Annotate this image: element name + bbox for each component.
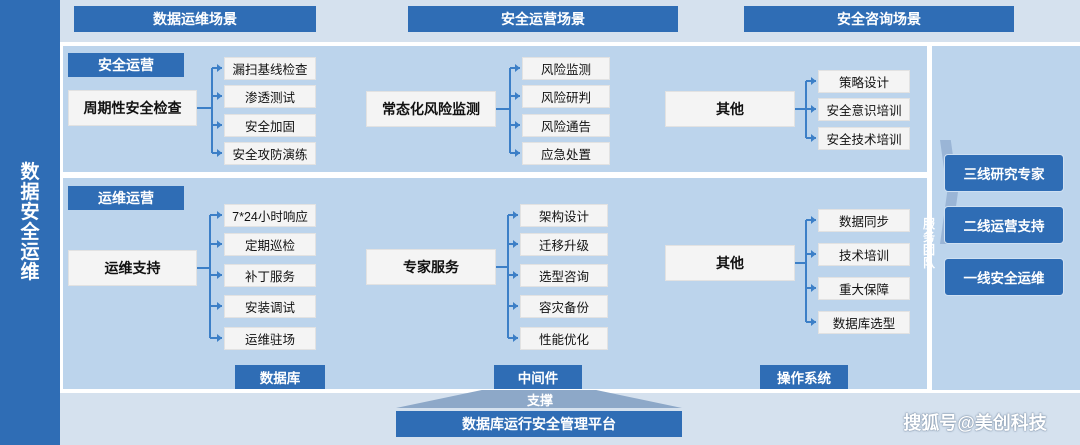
- list-item: 补丁服务: [224, 264, 316, 287]
- list-item: 性能优化: [520, 327, 608, 350]
- foundation-os: 操作系统: [760, 365, 848, 389]
- list-item: 7*24小时响应: [224, 204, 316, 227]
- foundation-database: 数据库: [235, 365, 325, 389]
- sidebar-title: 数据安全运维: [20, 161, 40, 283]
- expert-services: 专家服务: [366, 249, 496, 285]
- list-item: 渗透测试: [224, 85, 316, 108]
- list-item: 架构设计: [520, 204, 608, 227]
- team-label: 服务团队: [923, 217, 936, 270]
- list-item: 安全意识培训: [818, 98, 910, 121]
- list-item: 选型咨询: [520, 264, 608, 287]
- security-other: 其他: [665, 91, 795, 127]
- list-item: 安装调试: [224, 295, 316, 318]
- maintenance-ops-tag: 运维运营: [68, 186, 184, 210]
- role-tier2-support: 二线运营支持: [944, 206, 1064, 244]
- list-item: 定期巡检: [224, 233, 316, 256]
- support-label: 支撑: [526, 392, 553, 408]
- scene-data-ops: 数据运维场景: [74, 6, 316, 32]
- list-item: 策略设计: [818, 70, 910, 93]
- watermark: 搜狐号@美创科技: [903, 413, 1047, 433]
- platform-box: 数据库运行安全管理平台: [396, 411, 682, 437]
- list-item: 应急处置: [522, 142, 610, 165]
- maintenance-support: 运维支持: [68, 250, 197, 286]
- support-arrow: [396, 390, 682, 408]
- role-tier1-ops: 一线安全运维: [944, 258, 1064, 296]
- scene-security-consult: 安全咨询场景: [744, 6, 1014, 32]
- list-item: 容灾备份: [520, 295, 608, 318]
- sidebar-title-bar: 数据安全运维: [0, 0, 60, 445]
- maintenance-other: 其他: [665, 245, 795, 281]
- periodic-security-check: 周期性安全检查: [68, 90, 197, 126]
- list-item: 迁移升级: [520, 233, 608, 256]
- list-item: 运维驻场: [224, 327, 316, 350]
- security-ops-tag: 安全运营: [68, 53, 184, 77]
- risk-monitoring: 常态化风险监测: [366, 91, 496, 127]
- list-item: 安全加固: [224, 114, 316, 137]
- list-item: 安全攻防演练: [224, 142, 316, 165]
- list-item: 技术培训: [818, 243, 910, 266]
- list-item: 重大保障: [818, 277, 910, 300]
- scene-security-ops: 安全运营场景: [408, 6, 678, 32]
- list-item: 风险研判: [522, 85, 610, 108]
- list-item: 漏扫基线检查: [224, 57, 316, 80]
- list-item: 风险监测: [522, 57, 610, 80]
- foundation-middleware: 中间件: [494, 365, 582, 389]
- list-item: 数据同步: [818, 209, 910, 232]
- list-item: 风险通告: [522, 114, 610, 137]
- list-item: 安全技术培训: [818, 127, 910, 150]
- list-item: 数据库选型: [818, 311, 910, 334]
- role-tier3-experts: 三线研究专家: [944, 154, 1064, 192]
